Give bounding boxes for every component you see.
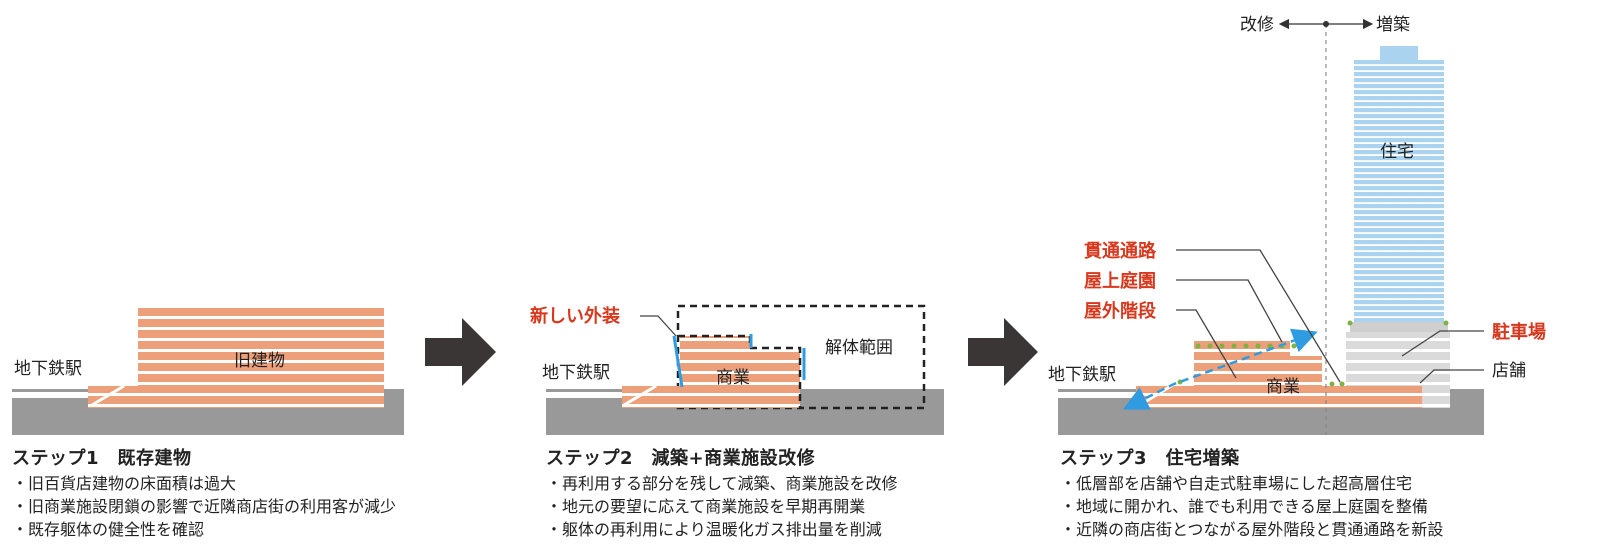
step3-divider-dot [1323, 21, 1329, 27]
step2-panel: 地下鉄駅 新しい外装 商業 解体範囲 [530, 304, 944, 435]
step2-commercial-mid [680, 350, 800, 386]
step1-bullet: 既存躯体の健全性を確認 [12, 518, 396, 541]
step3-commercial-label: 商業 [1266, 377, 1300, 397]
step-arrow-2 [968, 318, 1038, 386]
step3-access-path [1122, 328, 1318, 410]
step3-residential-tower [1354, 60, 1444, 322]
step2-demolition-label: 解体範囲 [825, 338, 893, 358]
step3-passage-leader [1176, 249, 1341, 383]
step3-station-tunnel [1058, 392, 1136, 398]
step2-station-tunnel [546, 392, 622, 398]
step3-parking-label: 駐車場 [1492, 321, 1546, 343]
step1-caption: ステップ1 既存建物 旧百貨店建物の床面積は過大 旧商業施設閉鎖の影響で近隣商店… [12, 447, 396, 541]
step1-escalator [91, 384, 125, 407]
step1-old-building-upper [138, 306, 384, 386]
step2-commercial-label: 商業 [716, 368, 750, 388]
step1-panel: 地下鉄駅 旧建物 [12, 306, 404, 435]
step2-title: ステップ2 減築+商業施設改修 [546, 448, 816, 469]
step3-tower-transfer [1350, 322, 1448, 332]
step3-panel: 地下鉄駅 改修 増築 住宅 貫通通路 屋上庭園 屋外階段 商業 駐車場 店舗 [1048, 15, 1546, 435]
step3-renovation-label: 改修 [1240, 15, 1274, 35]
step2-facade-label: 新しい外装 [530, 305, 620, 327]
step1-bullet: 旧商業施設閉鎖の影響で近隣商店街の利用客が減少 [12, 495, 396, 518]
step1-title: ステップ1 既存建物 [12, 448, 192, 469]
step1-old-building-base [88, 386, 384, 408]
step1-building-label: 旧建物 [234, 351, 285, 371]
step2-commercial-base [622, 386, 800, 408]
step3-outdoor-stairs-label: 屋外階段 [1084, 300, 1157, 322]
step3-passage-label: 貫通通路 [1084, 240, 1157, 262]
step3-title: ステップ3 住宅増築 [1060, 448, 1240, 469]
step2-commercial-top [680, 336, 750, 350]
step3-residential-label: 住宅 [1380, 142, 1414, 162]
step3-bullet: 近隣の商店街とつながる屋外階段と貫通通路を新設 [1060, 518, 1443, 541]
step2-escalator [623, 384, 657, 407]
step3-shop-label: 店舗 [1492, 361, 1526, 381]
step2-bullet: 躯体の再利用により温暖化ガス排出量を削減 [546, 518, 898, 541]
step3-bullet: 低層部を店舗や自走式駐車場にした超高層住宅 [1060, 472, 1443, 495]
step3-extension-label: 増築 [1376, 15, 1410, 35]
step2-new-facade-left [672, 335, 684, 388]
step3-stairs-leader [1176, 309, 1237, 379]
step1-station-tunnel [12, 392, 94, 398]
step3-tower-crown [1380, 46, 1418, 60]
step3-caption: ステップ3 住宅増築 低層部を店舗や自走式駐車場にした超高層住宅 地域に開かれ、… [1060, 447, 1443, 541]
step2-caption: ステップ2 減築+商業施設改修 再利用する部分を残して減築、商業施設を改修 地元… [546, 447, 898, 541]
step2-bullet: 再利用する部分を残して減築、商業施設を改修 [546, 472, 898, 495]
step3-station-label: 地下鉄駅 [1048, 365, 1116, 385]
step1-bullet: 旧百貨店建物の床面積は過大 [12, 472, 396, 495]
step3-bullet: 地域に開かれ、誰でも利用できる屋上庭園を整備 [1060, 495, 1443, 518]
step-arrow-1 [425, 318, 496, 386]
step3-shop-leader [1419, 369, 1484, 384]
step3-roof-garden-label: 屋上庭園 [1084, 270, 1156, 292]
step3-commercial-mid [1194, 356, 1322, 386]
step2-bullet: 地元の要望に応えて商業施設を早期再開業 [546, 495, 898, 518]
step2-station-label: 地下鉄駅 [542, 363, 610, 383]
step1-station-label: 地下鉄駅 [14, 359, 82, 379]
step3-garden-leader [1176, 279, 1283, 343]
step3-parking-leader [1401, 330, 1484, 357]
step2-facade-leader [640, 315, 677, 337]
